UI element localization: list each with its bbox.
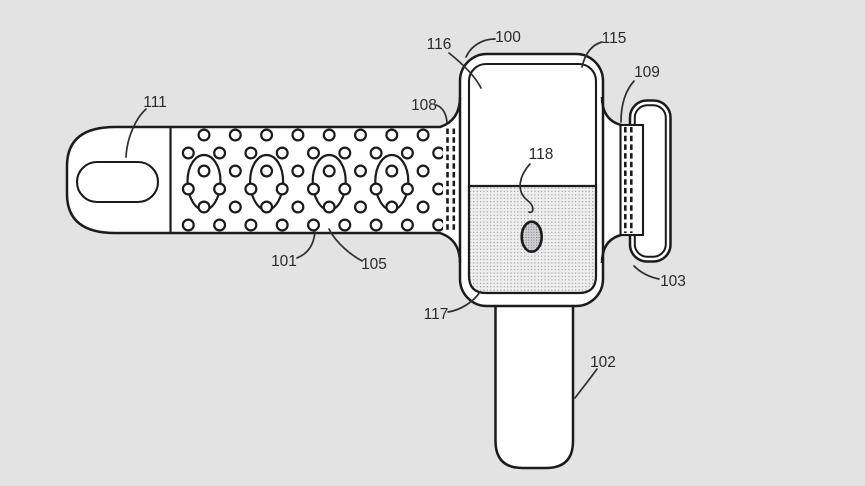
band-hole — [385, 128, 399, 142]
band-hole — [385, 200, 399, 214]
leader-100 — [465, 38, 496, 58]
left-bottom-fillet — [439, 231, 462, 264]
band-hole — [213, 146, 227, 160]
band-hole — [400, 218, 414, 232]
band-hole — [416, 164, 430, 178]
ref-label-117: 117 — [424, 306, 449, 323]
band-hole — [197, 200, 211, 214]
band-hole — [275, 218, 289, 232]
ref-label-116: 116 — [427, 36, 452, 53]
band-hole — [322, 164, 336, 178]
lower-strap — [494, 288, 575, 470]
band-hole — [416, 200, 430, 214]
band-hole — [197, 164, 211, 178]
ref-label-101: 101 — [271, 253, 297, 270]
band-hole — [307, 146, 321, 160]
leader-116 — [448, 52, 482, 89]
ref-label-105: 105 — [361, 256, 387, 273]
band-hole — [369, 146, 383, 160]
band-hole — [338, 182, 352, 196]
ref-label-115: 115 — [602, 30, 627, 47]
band-hole — [181, 218, 195, 232]
band-hole — [369, 218, 383, 232]
band-hole — [291, 164, 305, 178]
band-hole — [338, 218, 352, 232]
band-hole — [338, 146, 352, 160]
right-bottom-fillet — [600, 233, 622, 264]
band-hole — [307, 182, 321, 196]
side-attachment-dashes — [623, 127, 633, 233]
band-hole — [228, 200, 242, 214]
band-hole — [432, 182, 443, 196]
ref-label-108: 108 — [411, 97, 437, 114]
band-hole — [369, 182, 383, 196]
band-hole — [400, 182, 414, 196]
band-hole — [322, 128, 336, 142]
band-hole — [260, 128, 274, 142]
band-hole — [181, 182, 195, 196]
band-hole — [228, 164, 242, 178]
band-hole — [291, 128, 305, 142]
band-hole — [400, 146, 414, 160]
band-hole — [275, 182, 289, 196]
ref-label-100: 100 — [495, 29, 521, 46]
band-hole — [244, 146, 258, 160]
band-hole — [244, 218, 258, 232]
leader-101 — [296, 230, 316, 259]
band-hole — [432, 218, 443, 232]
band-hole — [354, 164, 368, 178]
leader-108 — [435, 104, 448, 123]
sensor-oval — [520, 220, 544, 253]
band-hole — [385, 164, 399, 178]
band-hole — [354, 128, 368, 142]
band-hole — [354, 200, 368, 214]
band-hole — [260, 200, 274, 214]
right-top-fillet — [600, 96, 622, 127]
band-hole — [307, 218, 321, 232]
leader-111 — [125, 108, 147, 158]
band-hole — [213, 182, 227, 196]
band-hole — [260, 164, 274, 178]
band-hole — [213, 218, 227, 232]
ref-label-109: 109 — [634, 64, 660, 81]
band-hole — [197, 128, 211, 142]
leader-105 — [328, 228, 363, 262]
watch-band-outline — [65, 125, 441, 235]
right-neck-fill — [601, 97, 621, 263]
band-hole — [322, 200, 336, 214]
leader-115 — [581, 41, 603, 68]
leader-102 — [574, 368, 598, 399]
band-hole — [291, 200, 305, 214]
leader-109 — [620, 80, 635, 123]
band-buckle-slot — [75, 160, 160, 204]
ref-label-111: 111 — [143, 94, 167, 111]
band-hole — [228, 128, 242, 142]
leader-117 — [447, 291, 481, 313]
left-top-fillet-fill — [440, 97, 459, 127]
left-bottom-fillet-fill — [440, 233, 459, 263]
ref-label-118: 118 — [529, 146, 554, 163]
band-hole — [181, 146, 195, 160]
band-hole — [244, 182, 258, 196]
left-top-fillet — [439, 96, 462, 129]
band-pattern-holes — [181, 128, 443, 232]
band-hole — [416, 128, 430, 142]
ref-label-103: 103 — [660, 273, 686, 290]
ref-label-102: 102 — [590, 354, 616, 371]
band-hole — [432, 146, 443, 160]
leader-103 — [633, 265, 660, 280]
band-hole — [275, 146, 289, 160]
leader-118 — [519, 163, 534, 214]
